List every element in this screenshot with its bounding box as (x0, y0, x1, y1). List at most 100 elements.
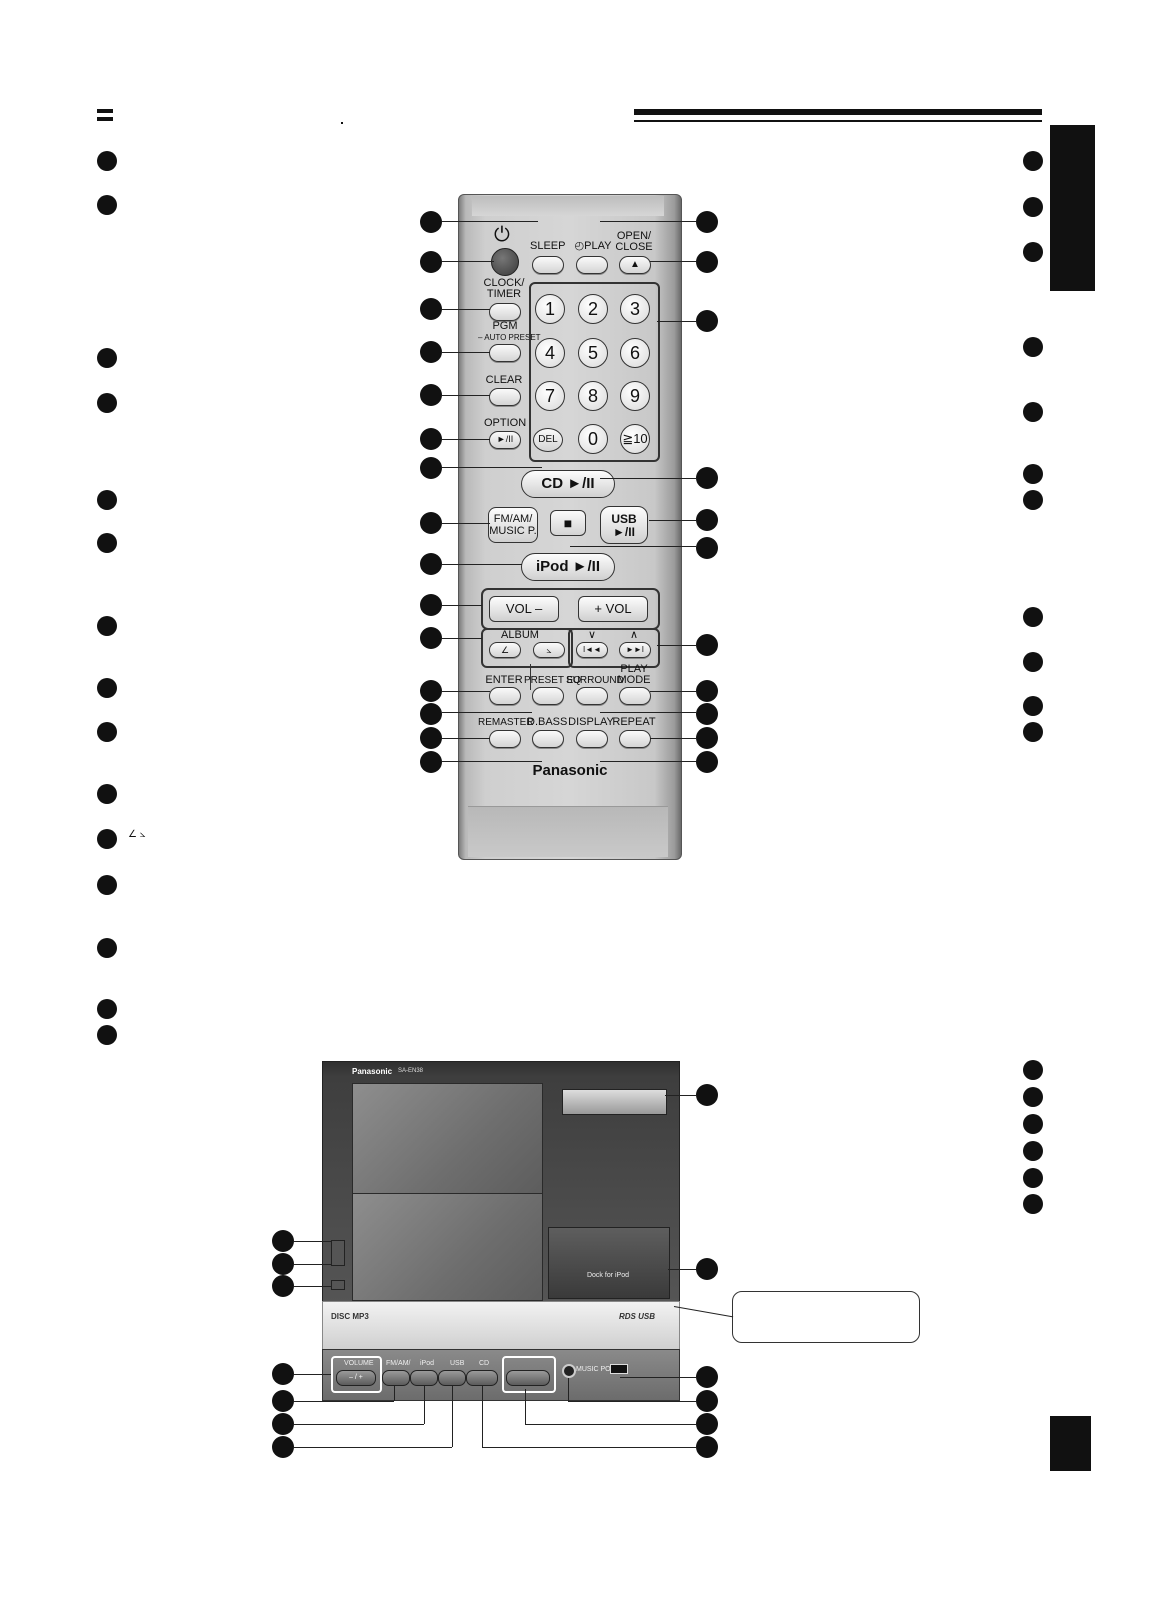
volume-down-button[interactable]: VOL – (489, 596, 559, 622)
auto-preset-label: – AUTO PRESET (478, 333, 541, 342)
unit-power-button[interactable] (331, 1240, 345, 1266)
enter-button[interactable] (489, 687, 521, 705)
skip-forward-button[interactable]: ►►I (619, 642, 651, 658)
unit-fm-am-button[interactable] (382, 1370, 410, 1386)
number-6-button[interactable]: 6 (620, 338, 650, 368)
bullet (1023, 607, 1043, 627)
leader-line (665, 1095, 696, 1096)
callout (272, 1253, 294, 1275)
callout (420, 553, 442, 575)
bullet (1023, 1141, 1043, 1161)
callout (420, 341, 442, 363)
number-9-button[interactable]: 9 (620, 381, 650, 411)
leader-line (482, 1385, 483, 1447)
volume-label: VOLUME (344, 1360, 374, 1367)
unit-volume-control[interactable]: – / + (336, 1370, 376, 1386)
callout (420, 512, 442, 534)
leader-line (570, 546, 696, 547)
leader-line (442, 638, 482, 639)
header-dot (341, 122, 343, 124)
leader-line (600, 761, 696, 762)
usb-play-button[interactable]: USB ►/II (600, 506, 648, 544)
leader-line (442, 761, 542, 762)
upper-speaker-panel (352, 1083, 543, 1195)
album-up-button[interactable]: ⦣ (533, 642, 565, 658)
d-bass-button[interactable] (532, 730, 564, 748)
pgm-button[interactable] (489, 344, 521, 362)
callout (696, 703, 718, 725)
display-button[interactable] (576, 730, 608, 748)
leader-line (294, 1401, 394, 1402)
leader-line (600, 221, 696, 222)
eject-icon: ▲ (630, 259, 640, 270)
unit-usb-button[interactable] (438, 1370, 466, 1386)
number-3-button[interactable]: 3 (620, 294, 650, 324)
sleep-button[interactable] (532, 256, 564, 274)
bullet (97, 875, 117, 895)
music-port-jack[interactable] (562, 1364, 576, 1378)
bullet (1023, 1087, 1043, 1107)
clock-timer-button[interactable] (489, 303, 521, 321)
repeat-button[interactable] (619, 730, 651, 748)
bullet (97, 348, 117, 368)
fm-am-button[interactable]: FM/AM/ MUSIC P. (488, 507, 538, 543)
ipod-play-button[interactable]: iPod ►/II (521, 553, 615, 581)
header-left-mark (97, 117, 113, 121)
number-5-button[interactable]: 5 (578, 338, 608, 368)
number-1-button[interactable]: 1 (535, 294, 565, 324)
power-button[interactable] (491, 248, 519, 276)
bullet (1023, 242, 1043, 262)
callout (696, 1366, 718, 1388)
usb-port[interactable] (610, 1364, 628, 1374)
number-0-button[interactable]: 0 (578, 424, 608, 454)
number-7-button[interactable]: 7 (535, 381, 565, 411)
option-label: OPTION (484, 417, 527, 429)
callout (696, 751, 718, 773)
number-4-button[interactable]: 4 (535, 338, 565, 368)
unit-skip-buttons[interactable] (506, 1370, 550, 1386)
option-button[interactable] (489, 431, 521, 449)
number-2-button[interactable]: 2 (578, 294, 608, 324)
leader-line (452, 1385, 453, 1447)
volume-up-button[interactable]: + VOL (578, 596, 648, 622)
leader-line (294, 1424, 424, 1425)
play-mode-button[interactable] (619, 687, 651, 705)
preset-eq-label: PRESET EQ (524, 675, 582, 686)
leader-line (600, 712, 696, 713)
stop-button[interactable]: ■ (550, 510, 586, 536)
callout (696, 1084, 718, 1106)
music-port-label: MUSIC PORT (576, 1366, 620, 1373)
d-bass-label: D.BASS (527, 716, 568, 728)
leader-line (482, 1447, 696, 1448)
cd-play-button[interactable]: CD ►/II (521, 470, 615, 498)
callout (420, 298, 442, 320)
ipod-dock[interactable] (548, 1227, 670, 1299)
del-button[interactable]: DEL (533, 428, 563, 452)
unit-cd-button[interactable] (466, 1370, 498, 1386)
clear-button[interactable] (489, 388, 521, 406)
skip-back-button[interactable]: I◄◄ (576, 642, 608, 658)
remote-brand-logo: Panasonic (532, 762, 608, 779)
bullet (97, 678, 117, 698)
preset-eq-button[interactable] (532, 687, 564, 705)
bullet (1023, 402, 1043, 422)
leader-line (657, 321, 696, 322)
remaster-button[interactable] (489, 730, 521, 748)
play-timer-button[interactable] (576, 256, 608, 274)
album-label: ALBUM (501, 629, 539, 641)
callout (696, 211, 718, 233)
number-8-button[interactable]: 8 (578, 381, 608, 411)
bullet (1023, 490, 1043, 510)
album-down-button[interactable]: ∠ (489, 642, 521, 658)
usb-unit-label: USB (450, 1360, 465, 1367)
open-close-button[interactable] (619, 256, 651, 274)
unit-ipod-button[interactable] (410, 1370, 438, 1386)
callout (696, 251, 718, 273)
surround-button[interactable] (576, 687, 608, 705)
unit-open-close-button[interactable] (331, 1280, 345, 1290)
bullet (1023, 464, 1043, 484)
fm-am-unit-label: FM/AM/ (386, 1360, 411, 1367)
lower-speaker-panel (352, 1193, 543, 1301)
number-10-plus-button[interactable]: ≧10 (620, 424, 650, 454)
header-left-mark (97, 109, 113, 113)
